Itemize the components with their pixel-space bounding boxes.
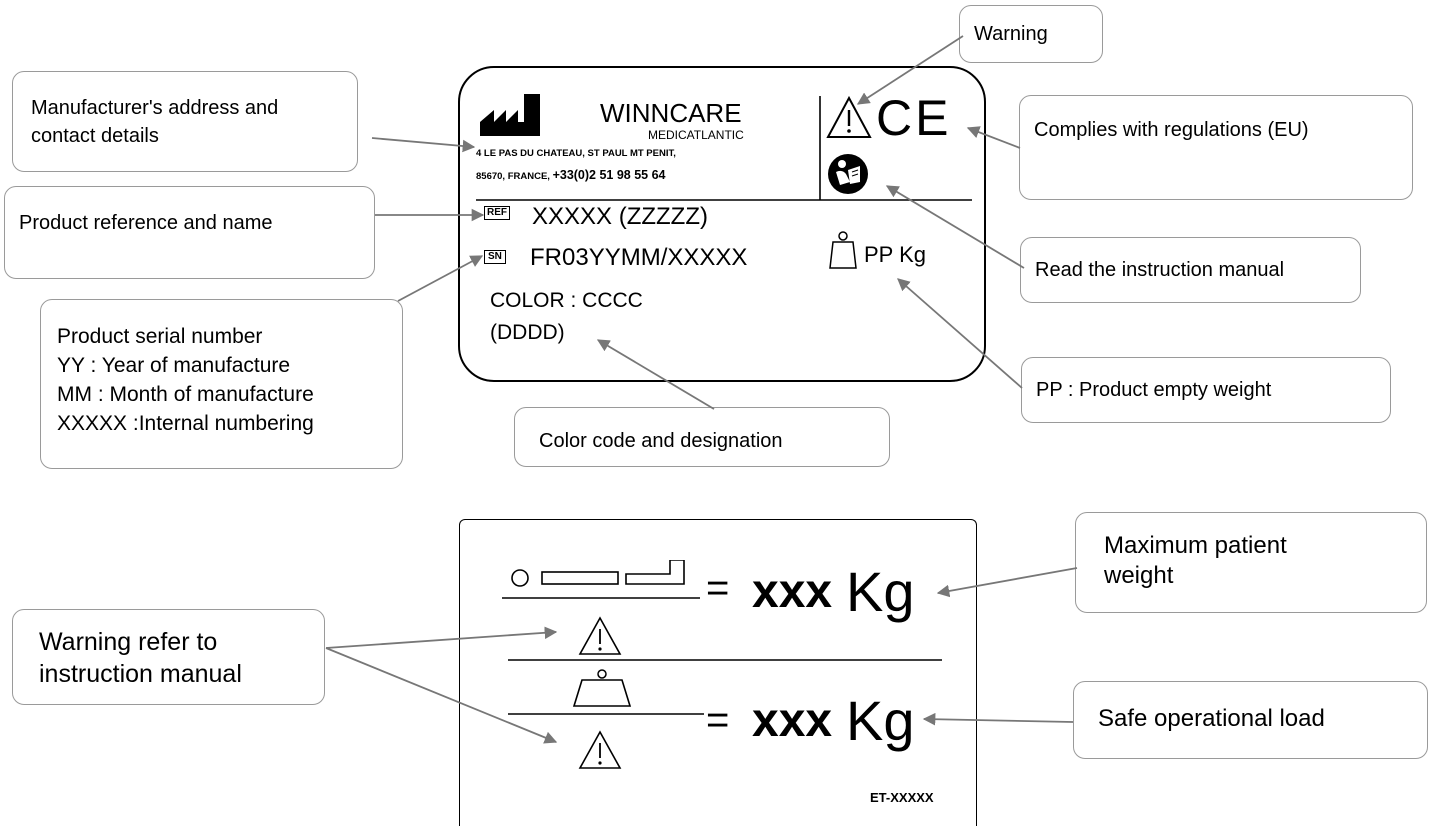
- color-designation: (DDDD): [490, 321, 565, 344]
- max-patient-unit: Kg: [846, 560, 915, 623]
- callout-ce-text: Complies with regulations (EU): [1034, 119, 1309, 141]
- callout-safe-load: Safe operational load: [1073, 681, 1428, 759]
- phone-number: +33(0)2 51 98 55 64: [552, 168, 666, 182]
- callout-read-manual: Read the instruction manual: [1020, 237, 1361, 303]
- callout-ce: Complies with regulations (EU): [1019, 95, 1413, 200]
- color-code: COLOR : CCCC: [490, 289, 643, 312]
- callout-pp-weight-text: PP : Product empty weight: [1036, 379, 1272, 401]
- ref-value: XXXXX (ZZZZZ): [532, 203, 708, 230]
- callout-warning-refer-text: Warning refer to instruction manual: [39, 628, 242, 688]
- warning-triangle-icon-lower: [578, 730, 622, 769]
- weight-icon: [829, 231, 857, 269]
- callout-pp-weight: PP : Product empty weight: [1021, 357, 1391, 423]
- callout-safe-load-text: Safe operational load: [1098, 705, 1325, 732]
- callout-product-ref: Product reference and name: [4, 186, 375, 279]
- callout-manufacturer: Manufacturer's address and contact detai…: [12, 71, 358, 172]
- sn-value: FR03YYMM/XXXXX: [530, 244, 748, 271]
- max-patient-value: xxx: [752, 565, 833, 618]
- label-code: ET-XXXXX: [870, 790, 934, 805]
- callout-read-manual-text: Read the instruction manual: [1035, 259, 1285, 281]
- ref-symbol: REF: [484, 206, 510, 220]
- read-manual-icon: [828, 154, 868, 194]
- callout-product-ref-text: Product reference and name: [19, 212, 273, 234]
- address-postcode: 85670, FRANCE,: [476, 171, 553, 182]
- address-line-2: 85670, FRANCE, +33(0)2 51 98 55 64: [476, 168, 666, 184]
- safe-load-value: xxx: [752, 694, 833, 747]
- brand-name: WINNCARE: [600, 98, 742, 128]
- sub-brand-name: MEDICATLANTIC: [648, 128, 744, 142]
- manufacturer-factory-icon: [480, 94, 540, 136]
- callout-warning: Warning: [959, 5, 1103, 63]
- callout-warning-text: Warning: [974, 23, 1048, 45]
- warning-triangle-icon: [826, 96, 872, 138]
- weight-value: PP Kg: [864, 242, 926, 267]
- warning-triangle-icon-upper: [578, 616, 622, 655]
- patient-bed-symbol: [502, 560, 700, 599]
- equals-sign-lower: =: [706, 698, 730, 742]
- callout-warning-refer: Warning refer to instruction manual: [12, 609, 325, 705]
- callout-color-code: Color code and designation: [514, 407, 890, 467]
- callout-max-patient: Maximum patient weight: [1075, 512, 1427, 613]
- sn-symbol: SN: [484, 250, 506, 264]
- callout-max-patient-text: Maximum patient weight: [1104, 532, 1287, 589]
- safe-load-unit: Kg: [846, 689, 915, 752]
- callout-manufacturer-text: Manufacturer's address and contact detai…: [31, 97, 279, 147]
- callout-serial-text: Product serial number YY : Year of manuf…: [57, 325, 314, 435]
- address-line-1: 4 LE PAS DU CHATEAU, ST PAUL MT PENIT,: [476, 148, 676, 159]
- callout-serial: Product serial number YY : Year of manuf…: [40, 299, 403, 469]
- load-weight-symbol: [508, 669, 704, 715]
- equals-sign-upper: =: [706, 566, 730, 610]
- ce-mark: CE: [876, 90, 952, 146]
- callout-color-code-text: Color code and designation: [539, 430, 783, 452]
